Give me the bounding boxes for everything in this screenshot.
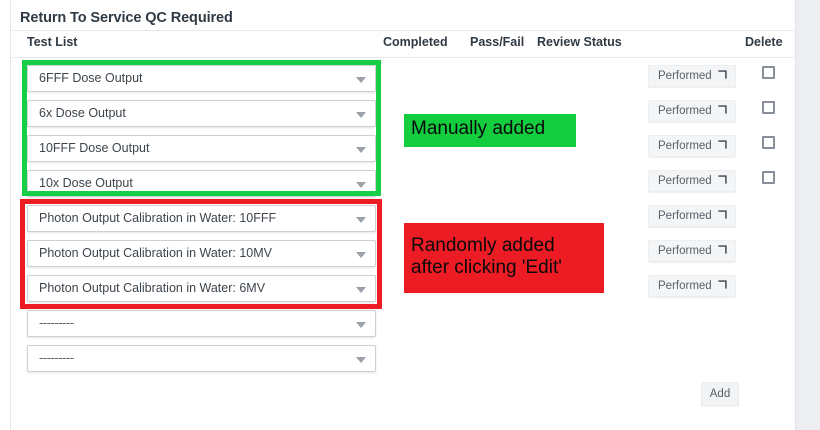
- performed-button-label: Performed: [658, 280, 712, 292]
- test-list-select-value: ---------: [39, 351, 74, 365]
- test-list-select[interactable]: 6x Dose Output: [27, 100, 376, 127]
- add-button-label: Add: [709, 388, 731, 400]
- title-divider: [12, 30, 796, 31]
- annotation-red-label: Randomly added after clicking 'Edit': [404, 223, 604, 293]
- test-list-select-value: 10x Dose Output: [39, 176, 133, 190]
- chevron-down-icon[interactable]: [356, 147, 366, 153]
- external-link-icon: [718, 140, 727, 149]
- performed-button[interactable]: Performed: [648, 135, 736, 157]
- table-row: 6x Dose Output Performed: [0, 100, 796, 135]
- panel-left-gutter: [0, 0, 11, 430]
- chevron-down-icon[interactable]: [356, 357, 366, 363]
- table-header-row: Test List Completed Pass/Fail Review Sta…: [12, 32, 796, 56]
- panel-right-edge: [795, 0, 796, 430]
- delete-checkbox[interactable]: [762, 66, 775, 79]
- column-header-completed: Completed: [383, 35, 448, 49]
- test-list-select[interactable]: ---------: [27, 310, 376, 337]
- test-list-select[interactable]: ---------: [27, 345, 376, 372]
- test-list-select-value: ---------: [39, 316, 74, 330]
- table-header-divider: [12, 57, 796, 58]
- test-list-select[interactable]: Photon Output Calibration in Water: 10FF…: [27, 205, 376, 232]
- test-list-select[interactable]: 10FFF Dose Output: [27, 135, 376, 162]
- column-header-pass-fail: Pass/Fail: [470, 35, 525, 49]
- test-list-select-value: Photon Output Calibration in Water: 6MV: [39, 281, 266, 295]
- annotation-red-text-line2: after clicking 'Edit': [411, 257, 562, 278]
- performed-button-label: Performed: [658, 70, 712, 82]
- performed-button[interactable]: Performed: [648, 100, 736, 122]
- performed-button[interactable]: Performed: [648, 275, 736, 297]
- table-row: 6FFF Dose Output Performed: [0, 65, 796, 100]
- chevron-down-icon[interactable]: [356, 112, 366, 118]
- test-list-select-value: 6FFF Dose Output: [39, 71, 143, 85]
- external-link-icon: [718, 245, 727, 254]
- delete-checkbox[interactable]: [762, 136, 775, 149]
- test-list-select[interactable]: Photon Output Calibration in Water: 6MV: [27, 275, 376, 302]
- delete-checkbox[interactable]: [762, 101, 775, 114]
- test-list-select-value: Photon Output Calibration in Water: 10MV: [39, 246, 272, 260]
- page-title: Return To Service QC Required: [20, 10, 233, 26]
- performed-button-label: Performed: [658, 105, 712, 117]
- chevron-down-icon[interactable]: [356, 322, 366, 328]
- external-link-icon: [718, 175, 727, 184]
- test-list-select-value: 6x Dose Output: [39, 106, 126, 120]
- table-row: ---------: [0, 310, 796, 345]
- test-list-select-value: 10FFF Dose Output: [39, 141, 150, 155]
- chevron-down-icon[interactable]: [356, 217, 366, 223]
- chevron-down-icon[interactable]: [356, 77, 366, 83]
- performed-button[interactable]: Performed: [648, 240, 736, 262]
- table-row: ---------: [0, 345, 796, 380]
- performed-button-label: Performed: [658, 175, 712, 187]
- performed-button-label: Performed: [658, 140, 712, 152]
- chevron-down-icon[interactable]: [356, 182, 366, 188]
- external-link-icon: [718, 70, 727, 79]
- column-header-test-list: Test List: [27, 35, 78, 49]
- table-row: Photon Output Calibration in Water: 10MV…: [0, 240, 796, 275]
- annotation-red-box: [20, 199, 382, 309]
- test-list-select[interactable]: Photon Output Calibration in Water: 10MV: [27, 240, 376, 267]
- column-header-review-status: Review Status: [537, 35, 622, 49]
- external-link-icon: [718, 280, 727, 289]
- performed-button-label: Performed: [658, 210, 712, 222]
- column-header-delete: Delete: [745, 35, 783, 49]
- external-link-icon: [718, 105, 727, 114]
- performed-button[interactable]: Performed: [648, 170, 736, 192]
- external-link-icon: [718, 210, 727, 219]
- annotation-green-box: [22, 60, 381, 196]
- add-button[interactable]: Add: [701, 382, 739, 406]
- performed-button[interactable]: Performed: [648, 65, 736, 87]
- annotation-green-text: Manually added: [411, 118, 546, 140]
- performed-button-label: Performed: [658, 245, 712, 257]
- table-row: Photon Output Calibration in Water: 10FF…: [0, 205, 796, 240]
- chevron-down-icon[interactable]: [356, 252, 366, 258]
- delete-checkbox[interactable]: [762, 171, 775, 184]
- test-list-select[interactable]: 6FFF Dose Output: [27, 65, 376, 92]
- chevron-down-icon[interactable]: [356, 287, 366, 293]
- performed-button[interactable]: Performed: [648, 205, 736, 227]
- test-list-select-value: Photon Output Calibration in Water: 10FF…: [39, 211, 277, 225]
- annotation-green-label: Manually added: [404, 114, 576, 147]
- table-row: Photon Output Calibration in Water: 6MV P…: [0, 275, 796, 310]
- table-row: 10FFF Dose Output Performed: [0, 135, 796, 170]
- annotation-red-text-line1: Randomly added: [411, 234, 555, 256]
